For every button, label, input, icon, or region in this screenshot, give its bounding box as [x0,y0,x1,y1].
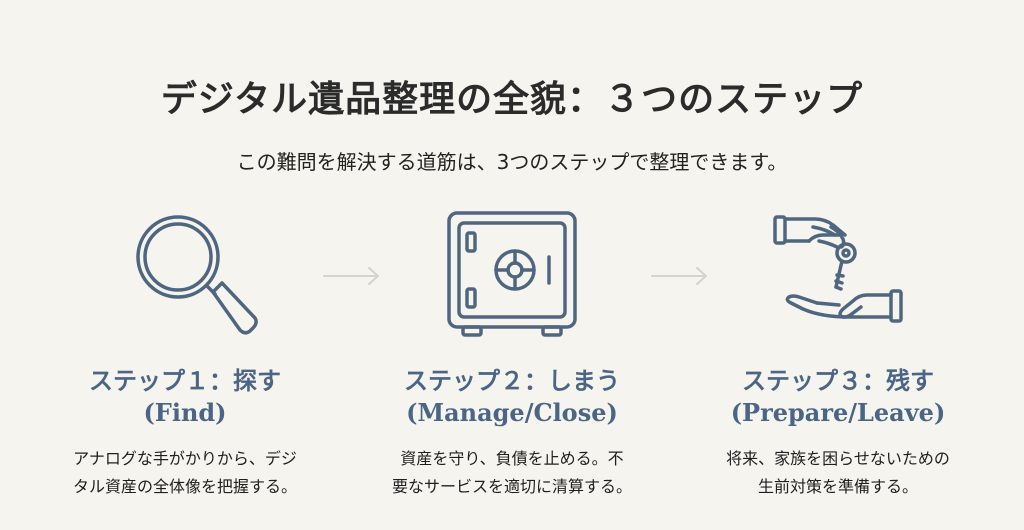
arrow-right-icon [323,267,379,285]
arrow-right-icon [651,267,707,285]
step-1: ステップ１：探す (Find) アナログな手がかりから、デジ タル資産の全体像を… [25,205,345,501]
step-3-description: 将来、家族を困らせないための 生前対策を準備する。 [726,449,950,496]
page-subtitle: この難問を解決する道筋は、3つのステップで整理できます。 [236,150,788,174]
key-handover-icon [773,215,903,323]
step-3: ステップ３：残す (Prepare/Leave) 将来、家族を困らせないための … [678,205,998,501]
page-title: デジタル遺品整理の全貌：３つのステップ [160,78,864,120]
step-2-title: ステップ２：しまう [404,366,620,395]
step-2: ステップ２：しまう (Manage/Close) 資産を守り、負債を止める。不 … [352,205,672,501]
step-3-subtitle: (Prepare/Leave) [730,398,946,427]
safe-icon [447,211,577,337]
step-2-description: 資産を守り、負債を止める。不 要なサービスを適切に清算する。 [391,449,632,496]
step-2-subtitle: (Manage/Close) [406,398,618,427]
step-1-subtitle: (Find) [143,398,227,427]
step-1-title: ステップ１：探す [89,366,281,395]
step-1-description: アナログな手がかりから、デジ タル資産の全体像を把握する。 [72,449,297,496]
magnifying-glass-icon [136,215,258,335]
step-3-title: ステップ３：残す [742,366,934,395]
